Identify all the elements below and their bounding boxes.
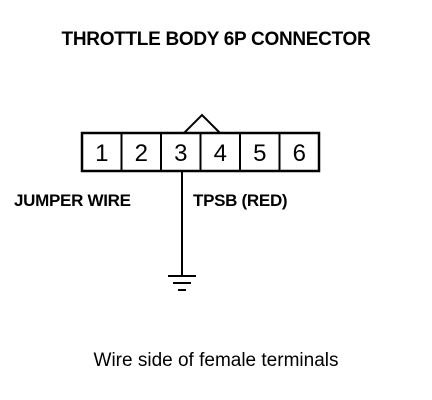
jumper-wire-label: JUMPER WIRE [14, 191, 131, 210]
ground-icon [168, 275, 196, 291]
diagram-title: THROTTLE BODY 6P CONNECTOR [61, 29, 371, 50]
diagram-caption: Wire side of female terminals [93, 350, 339, 371]
pin-2-number: 2 [135, 140, 148, 167]
pin-3-number: 3 [174, 140, 187, 167]
locking-tab [183, 113, 221, 134]
pin-5-number: 5 [253, 140, 266, 167]
pin-4-number: 4 [214, 140, 227, 167]
tpsb-wire-label: TPSB (RED) [193, 191, 288, 210]
pin-6-number: 6 [293, 140, 306, 167]
pin-dividers [120, 133, 281, 171]
pin-1-number: 1 [95, 140, 108, 167]
